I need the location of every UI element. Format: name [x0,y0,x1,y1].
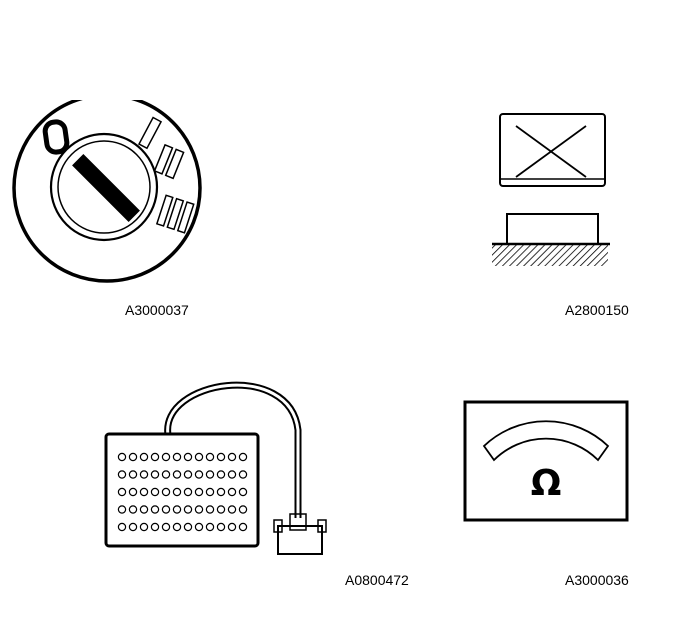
pin-socket [194,505,204,514]
pin-socket [161,505,171,514]
pin-socket [183,452,193,462]
pin-socket [139,487,149,497]
pin-socket [216,505,226,514]
pin-socket [238,505,248,514]
pin-socket [227,487,237,497]
pin-socket [139,522,149,532]
pin-socket [172,470,182,479]
figure-code: A3000037 [125,302,189,318]
pin-socket [194,470,204,479]
ignition-switch-icon [12,100,202,283]
pin-socket [172,487,182,497]
pin-socket [150,505,160,514]
relay-icon [492,113,610,266]
pin-socket [183,522,193,532]
figure-code: A2800150 [565,302,629,318]
pin-socket [139,470,149,479]
pin-socket [150,522,160,532]
pin-socket [128,522,138,532]
pin-socket [227,505,237,514]
figure-code: A0800472 [345,572,409,588]
pin-socket [227,522,237,532]
pin-socket [205,505,215,514]
pin-socket [150,452,160,462]
ohm-symbol: Ω [531,463,562,504]
pin-socket [227,470,237,479]
pin-socket [216,522,226,532]
pin-socket [117,487,127,497]
pin-socket [117,505,127,514]
pin-socket [172,452,182,462]
pin-socket [150,470,160,479]
pin-socket [139,452,149,462]
pin-socket [117,522,127,532]
pin-socket [161,522,171,532]
pin-socket [238,470,248,479]
breakout-box-icon [104,381,327,555]
pin-socket [183,470,193,479]
pin-socket [216,487,226,497]
pin-socket [117,470,127,479]
pin-socket [161,487,171,497]
pin-socket [128,487,138,497]
pin-socket [161,470,171,479]
pin-socket [205,470,215,479]
pin-socket [216,452,226,462]
pin-socket [238,522,248,532]
pin-socket [139,505,149,514]
pin-socket [172,522,182,532]
pin-socket [172,505,182,514]
pin-socket [161,452,171,462]
pin-socket [205,487,215,497]
pin-socket [205,452,215,462]
pin-socket [205,522,215,532]
ohmmeter-icon: Ω [463,400,629,522]
pin-socket [227,452,237,462]
pin-socket [194,487,204,497]
figure-code: A3000036 [565,572,629,588]
pin-socket [150,487,160,497]
pin-socket [238,487,248,497]
pin-socket [128,452,138,462]
pin-socket [183,487,193,497]
pin-socket [194,452,204,462]
pin-socket [117,452,127,462]
pin-socket [216,470,226,479]
pin-socket [238,452,248,462]
pin-socket [128,505,138,514]
pin-socket [194,522,204,532]
pin-socket [183,505,193,514]
pin-socket [128,470,138,479]
